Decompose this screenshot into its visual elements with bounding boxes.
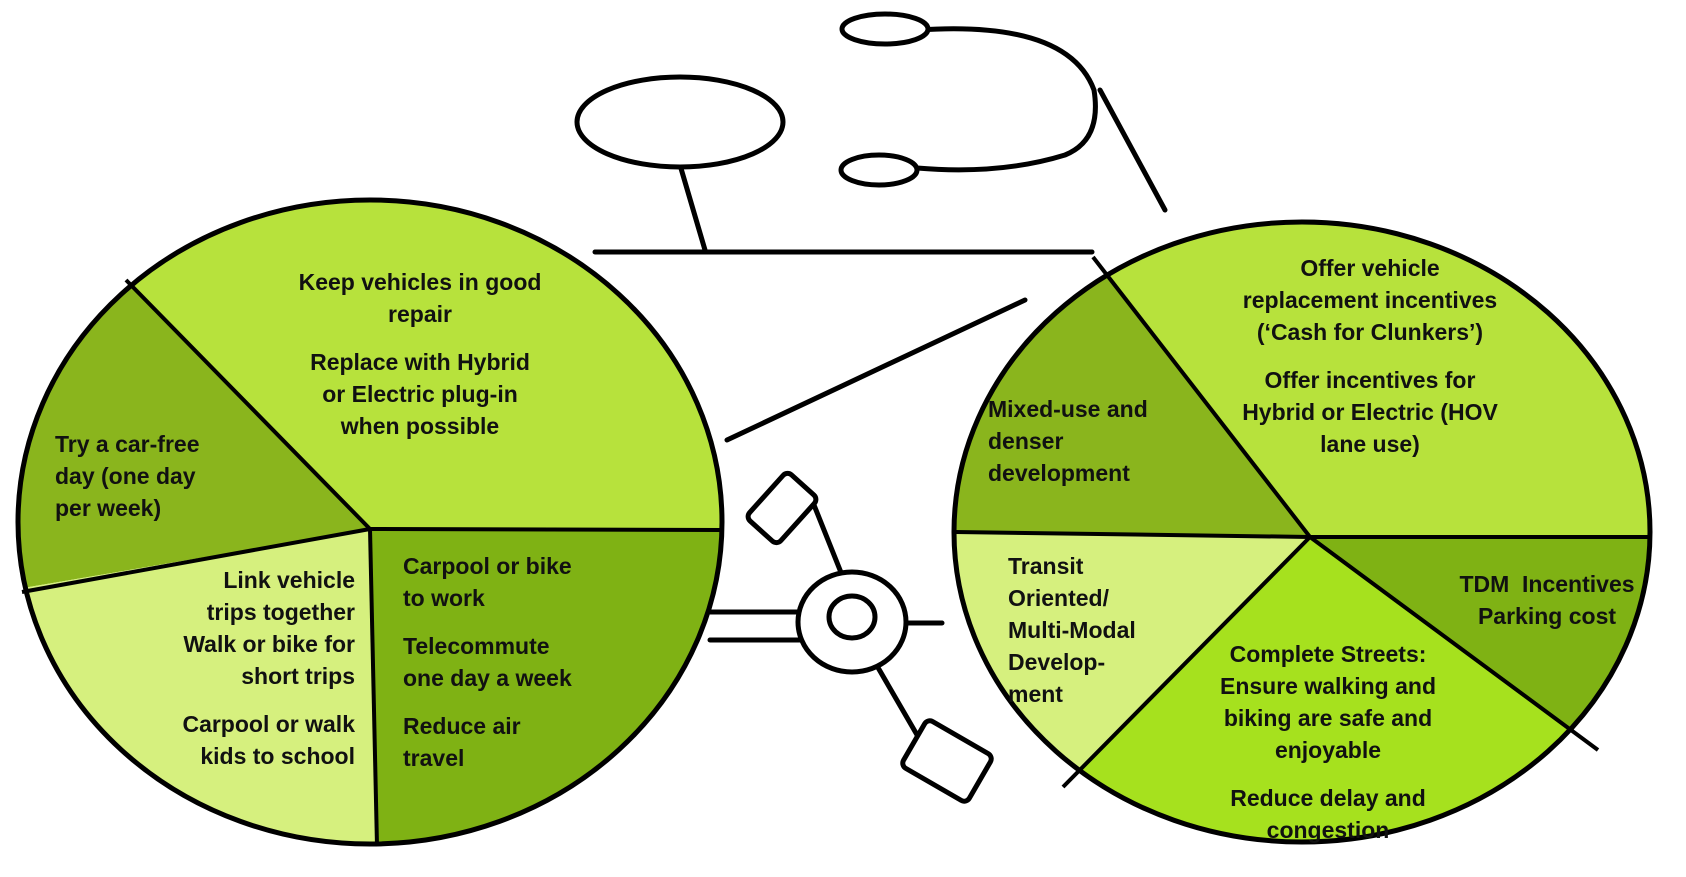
label-carpool-work: Carpool or bike to work Telecommute one … bbox=[403, 550, 643, 774]
front-wheel-dividers bbox=[954, 255, 1650, 789]
label-complete-streets: Complete Streets: Ensure walking and bik… bbox=[1188, 638, 1468, 846]
pedal-lower bbox=[900, 718, 994, 804]
text-line: per week) bbox=[55, 495, 162, 521]
text-line: Complete Streets: bbox=[1229, 641, 1427, 667]
front-wheel-rim bbox=[951, 219, 1653, 845]
text-line: Carpool or bike bbox=[403, 553, 572, 579]
text-line: kids to school bbox=[200, 743, 355, 769]
text-line: day (one day bbox=[55, 463, 196, 489]
text-line: Multi-Modal bbox=[1008, 617, 1136, 643]
label-link-trips: Link vehicle trips together Walk or bike… bbox=[120, 564, 355, 772]
text-line: Reduce air bbox=[403, 713, 521, 739]
text-line: Parking cost bbox=[1477, 603, 1617, 629]
text-line: Transit bbox=[1008, 553, 1084, 579]
text-line: Replace with Hybrid bbox=[310, 349, 530, 375]
label-vehicle-incentives: Offer vehicle replacement incentives (‘C… bbox=[1210, 252, 1530, 460]
label-transit-oriented: Transit Oriented/ Multi-Modal Develop- m… bbox=[1008, 550, 1168, 710]
text-line: enjoyable bbox=[1274, 737, 1382, 763]
text-line: one day a week bbox=[403, 665, 572, 691]
rear-wheel-rim bbox=[15, 197, 725, 847]
text-line: TDM Incentives bbox=[1459, 571, 1635, 597]
seat bbox=[574, 74, 786, 170]
label-tdm: TDM Incentives Parking cost bbox=[1432, 568, 1662, 632]
text-line: denser bbox=[988, 428, 1064, 454]
text-line: Carpool or walk bbox=[182, 711, 355, 737]
text-line: Hybrid or Electric (HOV bbox=[1242, 399, 1498, 425]
rear-wheel-dividers bbox=[21, 278, 723, 847]
text-line: congestion bbox=[1266, 817, 1390, 843]
text-line: trips together bbox=[206, 599, 355, 625]
text-line: Develop- bbox=[1008, 649, 1106, 675]
label-car-free: Try a car-free day (one day per week) bbox=[55, 428, 255, 524]
label-mixed-use: Mixed-use and denser development bbox=[988, 393, 1188, 489]
handlebar-grip-upper bbox=[839, 11, 931, 47]
text-line: biking are safe and bbox=[1223, 705, 1433, 731]
text-line: Mixed-use and bbox=[988, 396, 1148, 422]
text-line: travel bbox=[403, 745, 465, 771]
text-line: Offer vehicle bbox=[1300, 255, 1440, 281]
text-line: when possible bbox=[340, 413, 500, 439]
text-line: to work bbox=[403, 585, 485, 611]
text-line: lane use) bbox=[1320, 431, 1420, 457]
text-line: Try a car-free bbox=[55, 431, 200, 457]
text-line: ment bbox=[1008, 681, 1063, 707]
text-line: Offer incentives for bbox=[1264, 367, 1476, 393]
text-line: or Electric plug-in bbox=[322, 381, 518, 407]
chainring-inner bbox=[826, 593, 878, 641]
handlebar-grip-lower bbox=[838, 152, 920, 188]
text-line: development bbox=[988, 460, 1130, 486]
pedal-upper bbox=[745, 470, 819, 546]
text-line: Ensure walking and bbox=[1220, 673, 1436, 699]
text-line: replacement incentives bbox=[1242, 287, 1498, 313]
text-line: Telecommute bbox=[403, 633, 550, 659]
text-line: Oriented/ bbox=[1008, 585, 1109, 611]
text-line: (‘Cash for Clunkers’) bbox=[1256, 319, 1484, 345]
frame bbox=[592, 87, 1168, 643]
text-line: Walk or bike for bbox=[183, 631, 355, 657]
handlebar bbox=[916, 26, 1098, 173]
text-line: repair bbox=[388, 301, 452, 327]
label-keep-repair: Keep vehicles in good repair Replace wit… bbox=[250, 266, 590, 442]
text-line: Keep vehicles in good bbox=[298, 269, 542, 295]
text-line: Link vehicle bbox=[223, 567, 355, 593]
text-line: short trips bbox=[241, 663, 355, 689]
text-line: Reduce delay and bbox=[1230, 785, 1426, 811]
